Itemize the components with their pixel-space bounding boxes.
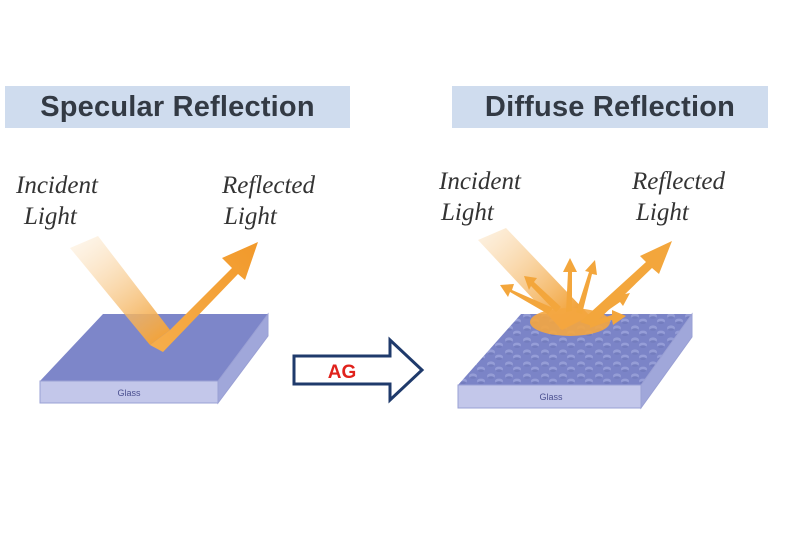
right-glass-label: Glass <box>539 392 563 402</box>
right-reflected-label-line2: Light <box>636 199 689 226</box>
left-incident-label-line1: Incident <box>16 172 98 199</box>
left-reflected-label-line2: Light <box>224 203 277 230</box>
specular-reflection-title-text: Specular Reflection <box>40 90 315 123</box>
left-specular-light <box>70 236 258 352</box>
diffuse-reflection-title: Diffuse Reflection <box>452 86 768 128</box>
scatter-arrow-far-left <box>500 284 553 314</box>
scatter-arrow-right-flat <box>590 310 626 328</box>
ag-label: AG <box>328 362 357 383</box>
left-reflected-label: Reflected Light <box>222 170 315 232</box>
right-glass-slab: Glass <box>457 312 693 410</box>
left-incident-label: Incident Light <box>16 170 98 232</box>
right-glass-side <box>640 312 693 410</box>
left-incident-label-line2: Light <box>24 203 77 230</box>
right-incident-label-line2: Light <box>441 199 494 226</box>
scatter-arrow-up <box>576 260 597 314</box>
left-glass-side <box>217 312 269 405</box>
diffuse-reflection-title-text: Diffuse Reflection <box>484 90 736 123</box>
left-glass-slab: Glass <box>39 312 269 405</box>
right-reflected-label: Reflected Light <box>632 166 725 228</box>
right-incident-label: Incident Light <box>439 166 521 228</box>
left-glass-label: Glass <box>117 388 141 398</box>
left-reflected-light-arrow <box>150 242 258 352</box>
ag-arrow: AG <box>292 336 425 404</box>
scatter-arrow-main-reflected <box>580 241 672 326</box>
specular-reflection-title: Specular Reflection <box>5 86 350 128</box>
right-reflected-label-line1: Reflected <box>632 168 725 195</box>
ag-arrow-outline <box>292 336 425 404</box>
scatter-arrow-up-left <box>563 258 577 312</box>
left-glass-top <box>40 314 268 381</box>
right-glass-textured-top <box>458 314 692 385</box>
left-reflected-label-line1: Reflected <box>222 172 315 199</box>
right-incident-label-line1: Incident <box>439 168 521 195</box>
left-incident-light-beam <box>70 236 170 345</box>
right-diffuse-light <box>478 228 672 336</box>
scatter-arrow-left <box>524 276 561 312</box>
